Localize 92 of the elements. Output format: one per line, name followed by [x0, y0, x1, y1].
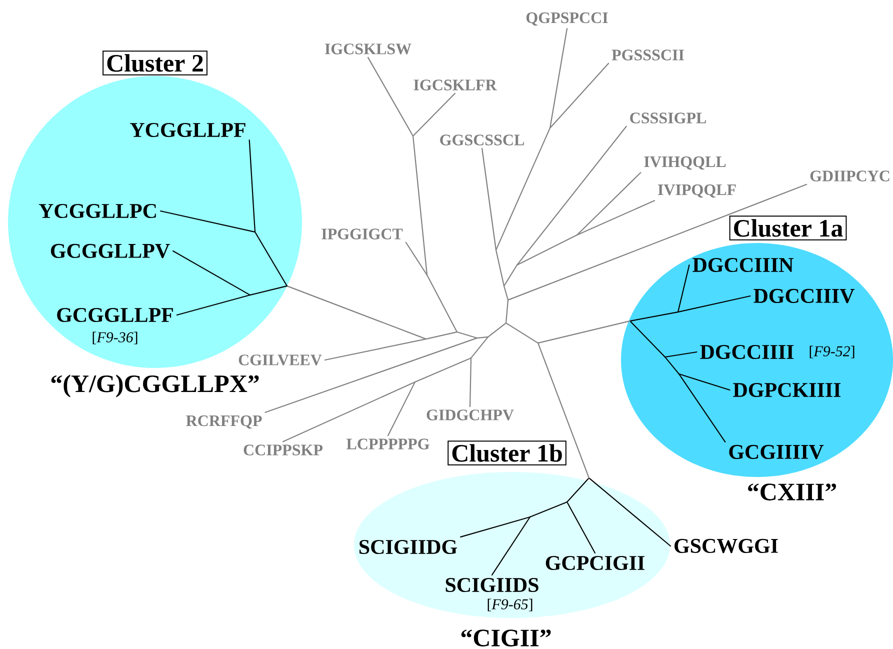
sequence-label: QGPSPCCI — [526, 12, 608, 26]
sequence-label: GCPCIGII — [546, 556, 644, 570]
tree-branch — [506, 322, 538, 344]
tree-branch — [412, 136, 428, 275]
sequence-label: GCGGLLPV — [50, 244, 170, 258]
tree-branch — [504, 265, 518, 286]
sequence-label: YCGGLLPF — [130, 122, 246, 138]
sequence-label: CSSSIGPL — [630, 112, 706, 124]
tree-branch — [665, 351, 698, 358]
tree-branch — [488, 323, 506, 337]
sequence-label: GIDGCHPV — [426, 410, 514, 420]
cluster-label-box: Cluster 1a — [729, 216, 847, 240]
tree-branch — [457, 332, 477, 338]
sequence-label: DGCCIIIN — [692, 258, 794, 272]
sequence-label: SCIGIIDS — [446, 578, 538, 592]
tree-branch — [264, 338, 477, 413]
sequence-label: SCIGIIDG — [360, 540, 458, 554]
tree-branch — [250, 286, 287, 296]
tree-branch — [630, 321, 665, 357]
tree-branch — [550, 28, 568, 128]
sequence-label: RCRFFQP — [186, 415, 262, 429]
tree-branch — [630, 312, 678, 322]
tree-branch — [426, 275, 458, 332]
fragment-label: [F9-65] — [488, 598, 532, 612]
sequence-label: CCIPPSKP — [244, 444, 323, 456]
sequence-label: YCGGLLPC — [38, 204, 156, 218]
tree-branch — [665, 357, 679, 374]
sequence-label: PGSSSCII — [612, 50, 684, 60]
tree-branch — [172, 250, 250, 296]
tree-branch — [504, 286, 508, 300]
tree-branch — [538, 320, 630, 344]
tree-branch — [460, 516, 530, 538]
tree-branch — [387, 382, 416, 436]
tree-branch — [506, 300, 508, 323]
tree-branch — [678, 295, 751, 312]
tree-branch — [469, 358, 472, 408]
sequence-label: GGSCSSCL — [440, 134, 524, 146]
tree-branch — [287, 286, 426, 340]
tree-branch — [517, 126, 627, 265]
sequence-label: IPGGIGCT — [322, 228, 403, 240]
cluster-ellipse — [354, 472, 670, 618]
sequence-label: GSCWGGI — [674, 538, 778, 554]
motif-label: “(Y/G)CGGLLPX” — [51, 374, 259, 398]
tree-branch — [282, 382, 415, 442]
cluster-label-box: Cluster 1b — [448, 440, 566, 466]
tree-branch — [254, 232, 288, 286]
tree-branch — [589, 478, 672, 547]
tree-branch — [567, 478, 589, 502]
sequence-label: IGCSKLSW — [324, 44, 412, 54]
tree-branch — [176, 294, 250, 316]
motif-label: “CIGII” — [461, 630, 551, 646]
tree-branch — [566, 502, 596, 554]
tree-branch — [496, 128, 550, 250]
tree-branch — [577, 172, 642, 235]
tree-branch — [324, 338, 426, 361]
motif-label: “CXIII” — [748, 484, 836, 500]
tree-branch — [481, 148, 496, 250]
tree-branch — [530, 502, 567, 518]
tree-branch — [678, 374, 726, 442]
fragment-label: [F9-36] — [92, 332, 138, 344]
tree-branch — [496, 250, 504, 286]
cluster-label-box: Cluster 2 — [102, 50, 208, 76]
sequence-label: GDIIPCYC — [810, 170, 890, 182]
tree-branch — [477, 336, 488, 338]
sequence-label: DGPCKIIII — [733, 382, 841, 398]
tree-branch — [405, 242, 428, 275]
tree-branch — [517, 234, 577, 266]
sequence-label: GCGGLLPF — [57, 308, 173, 322]
sequence-label: LCPPPPPG — [346, 438, 430, 450]
sequence-label: IGCSKLFR — [414, 80, 497, 90]
sequence-label: IVIPQQLF — [658, 184, 736, 198]
tree-branch — [538, 343, 590, 478]
tree-branch — [491, 517, 530, 576]
fragment-label: [F9-52] — [810, 346, 854, 358]
tree-branch — [367, 56, 414, 136]
tree-branch — [160, 210, 255, 232]
tree-branch — [678, 264, 690, 312]
sequence-label: DGCCIIIV — [754, 288, 855, 304]
sequence-label: DGCCIIII — [700, 344, 794, 360]
tree-branch — [471, 337, 488, 358]
tree-branch — [550, 62, 610, 128]
cluster-ellipse — [621, 243, 893, 477]
tree-branch — [426, 332, 457, 340]
tree-branch — [413, 92, 456, 136]
sequence-label: IVIHQQLL — [644, 156, 726, 170]
sequence-label: GCGIIIIV — [729, 444, 824, 460]
tree-branch — [679, 374, 730, 391]
sequence-label: CGILVEEV — [238, 354, 322, 366]
tree-branch — [577, 200, 655, 236]
tree-branch — [248, 140, 256, 232]
tree-branch — [415, 358, 471, 382]
tree-branch — [508, 184, 808, 300]
